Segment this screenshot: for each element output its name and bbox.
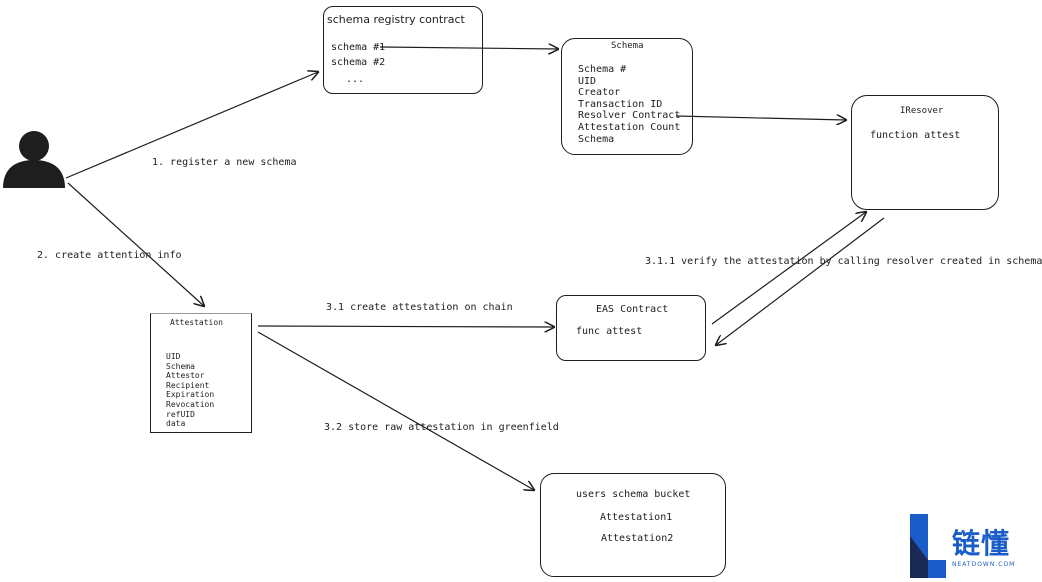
bucket-item-2: Attestation2 — [601, 533, 674, 544]
attestation-box[interactable] — [150, 313, 252, 433]
iresolver-function: function attest — [870, 130, 961, 141]
schema-field: UID — [578, 75, 597, 87]
registry-item-1: schema #1 — [331, 42, 386, 53]
schema-bucket-box[interactable] — [540, 473, 726, 577]
arrow-resolver-contract — [675, 116, 846, 120]
attestation-field: refUID — [166, 409, 195, 419]
bucket-item-1: Attestation1 — [600, 512, 673, 523]
arrow-verify-to-resolver — [711, 212, 866, 325]
attestation-field: Expiration — [166, 390, 215, 400]
iresolver-title: IResover — [900, 106, 944, 116]
eas-contract-box[interactable] — [556, 295, 706, 361]
arrow-create-attention-info — [67, 182, 204, 306]
schema-field-list: Schema # UID Creator Transaction ID Reso… — [578, 64, 680, 145]
edge-label-create-chain: 3.1 create attestation on chain — [326, 302, 513, 313]
iresolver-box[interactable] — [851, 95, 999, 210]
attestation-field-list: UID Schema Attestor Recipient Expiration… — [166, 352, 214, 429]
schema-bucket-title: users schema bucket — [576, 489, 691, 500]
schema-field: Schema — [578, 133, 615, 145]
neatdown-logo-subtext: NEATDOWN.COM — [952, 561, 1016, 568]
schema-field: Resolver Contract — [578, 110, 681, 122]
edge-label-store-raw: 3.2 store raw attestation in greenfield — [324, 422, 559, 433]
arrow-registry-to-schema — [379, 47, 558, 49]
schema-field: Schema # — [578, 64, 627, 75]
attestation-field: Revocation — [166, 399, 215, 409]
registry-item-ellipsis: ... — [346, 74, 365, 85]
edge-label-register: 1. register a new schema — [152, 157, 297, 168]
edge-label-verify: 3.1.1 verify the attestation by calling … — [645, 256, 1042, 267]
user-icon — [3, 131, 65, 188]
registry-item-2: schema #2 — [331, 57, 386, 68]
attestation-field: Attestor — [166, 371, 205, 381]
schema-field: Transaction ID — [578, 98, 663, 110]
eas-contract-title: EAS Contract — [596, 304, 669, 315]
eas-contract-function: func attest — [576, 326, 643, 337]
attestation-field: UID — [166, 352, 181, 361]
arrow-register-schema — [65, 72, 318, 179]
neatdown-logo-mark — [910, 514, 946, 578]
neatdown-logo-text: 链懂 — [952, 527, 1011, 560]
schema-field: Attestation Count — [578, 121, 681, 133]
edge-label-create-info: 2. create attention info — [37, 250, 182, 261]
arrow-create-on-chain — [257, 326, 554, 327]
arrow-store-greenfield — [257, 331, 534, 490]
schema-title: Schema — [611, 41, 644, 51]
schema-registry-box[interactable] — [323, 6, 483, 94]
attestation-field: Recipient — [166, 380, 210, 390]
attestation-field: Schema — [166, 361, 195, 371]
schema-registry-title: schema registry contract — [327, 13, 465, 26]
schema-box[interactable] — [561, 38, 693, 155]
schema-field: Creator — [578, 87, 621, 99]
arrow-resolver-return — [716, 217, 885, 345]
attestation-field: data — [166, 419, 186, 429]
attestation-title: Attestation — [170, 318, 223, 327]
